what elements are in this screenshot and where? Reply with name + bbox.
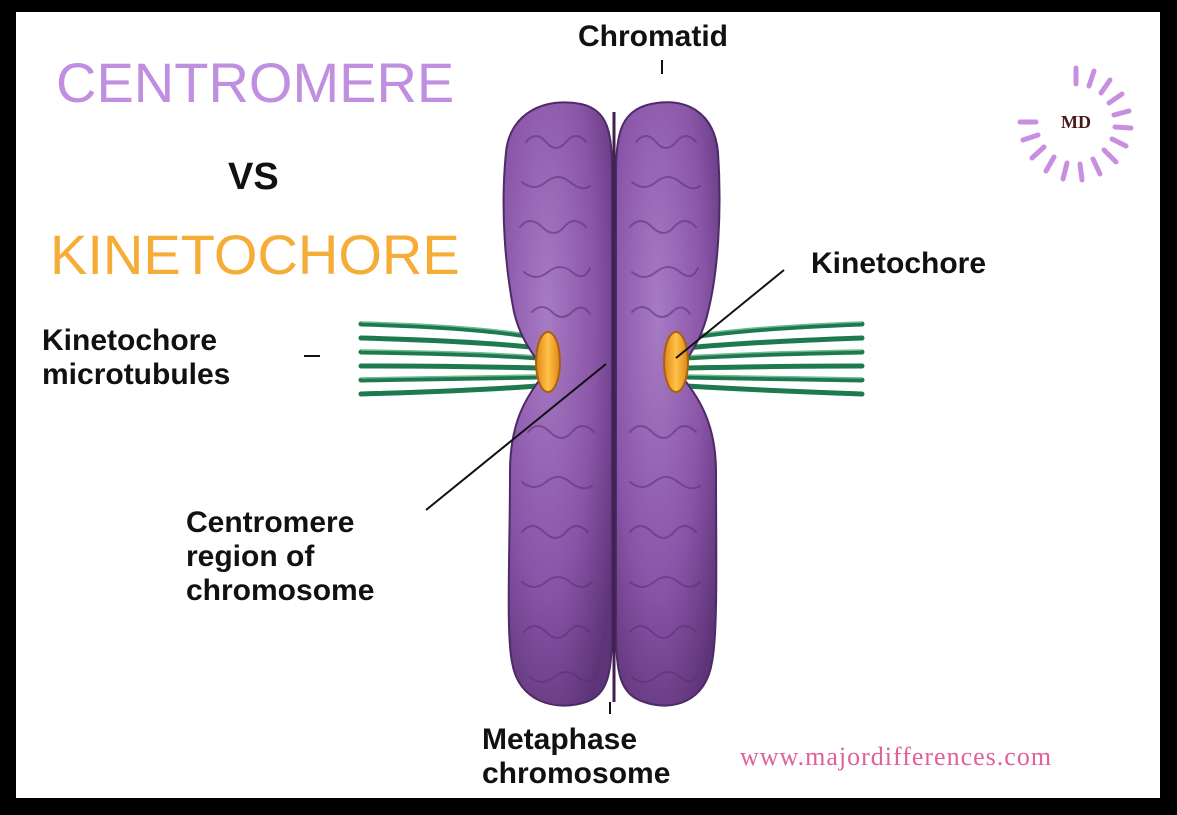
website-url: www.majordifferences.com — [740, 742, 1053, 771]
label-chromatid: Chromatid — [578, 20, 728, 53]
sunburst-logo-icon — [1017, 65, 1134, 183]
diagram-canvas: CENTROMERE VS KINETOCHORE Chromatid Kine… — [16, 12, 1160, 798]
chromatin-texture — [519, 135, 701, 683]
title-kinetochore: KINETOCHORE — [50, 223, 460, 286]
label-kinetochore: Kinetochore — [811, 247, 987, 280]
microtubules-right — [683, 321, 865, 397]
label-microtubules-line1: Kinetochore — [42, 324, 218, 357]
kinetochore-left — [535, 331, 561, 393]
label-centromere-line2: region of — [186, 540, 315, 573]
chromosome-diagram — [304, 60, 865, 714]
microtubules-left — [358, 321, 541, 397]
label-centromere-line3: chromosome — [186, 574, 375, 607]
chromatid-right — [615, 101, 721, 707]
label-centromere-line1: Centromere — [186, 506, 355, 539]
title-vs: VS — [228, 156, 279, 198]
label-centromere-region: Centromere region of chromosome — [186, 506, 374, 608]
label-metaphase-line2: chromosome — [482, 757, 671, 790]
label-microtubules-line2: microtubules — [42, 358, 231, 391]
label-kinetochore-microtubules: Kinetochore microtubules — [42, 324, 230, 392]
leader-centromere — [425, 363, 607, 511]
label-metaphase-line1: Metaphase — [482, 723, 638, 756]
title-centromere: CENTROMERE — [56, 51, 455, 114]
kinetochore-right — [663, 331, 689, 393]
label-metaphase-chromosome: Metaphase chromosome — [482, 723, 670, 791]
logo-text: MD — [1061, 112, 1091, 132]
leader-kinetochore — [675, 269, 785, 359]
